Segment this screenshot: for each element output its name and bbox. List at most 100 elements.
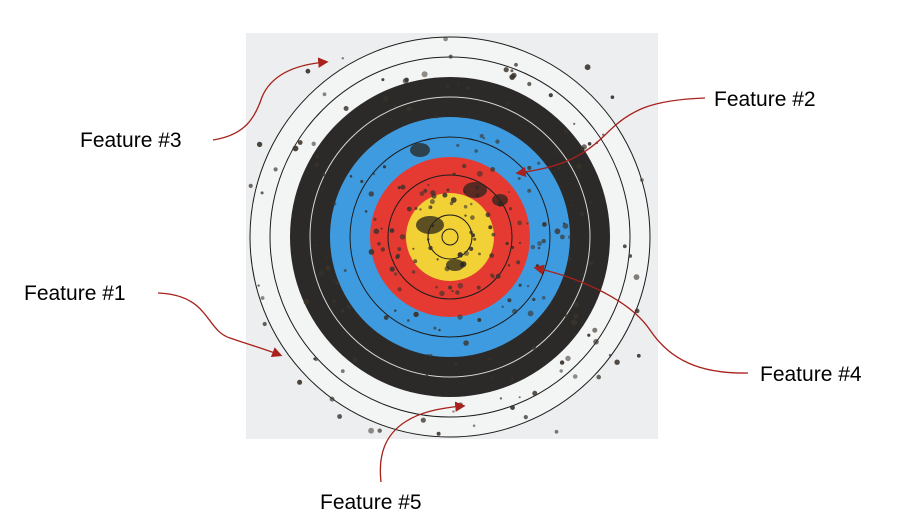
arrow-hole — [472, 424, 476, 428]
arrow-hole — [477, 318, 482, 322]
arrow-hole — [532, 345, 537, 350]
arrow-hole — [426, 353, 429, 357]
arrow-hole — [570, 204, 573, 207]
arrow-hole — [346, 304, 352, 310]
arrow-hole — [382, 95, 389, 102]
arrow-hole — [428, 245, 433, 251]
arrow-hole — [368, 191, 374, 197]
annotation-labels: Feature #1 Feature #2 Feature #3 Feature… — [24, 88, 862, 514]
arrow-hole — [564, 314, 569, 318]
arrow-hole — [397, 287, 402, 292]
arrow-hole — [495, 273, 501, 279]
arrow-hole — [469, 246, 474, 251]
arrow-hole — [411, 270, 416, 274]
arrow-hole — [542, 222, 547, 227]
arrow-hole — [453, 361, 458, 366]
arrow-hole — [260, 191, 264, 195]
arrow-hole — [478, 252, 481, 256]
arrow-holes — [248, 36, 644, 436]
arrow-hole — [423, 188, 428, 193]
arrow-hole — [450, 197, 457, 203]
arrow-hole — [488, 225, 493, 230]
arrow-hole — [557, 166, 561, 170]
arrow-hole — [335, 281, 340, 285]
arrow-hole — [560, 234, 565, 240]
arrow-hole — [593, 339, 599, 345]
arrow-hole — [530, 244, 536, 250]
arrow-hole — [431, 295, 434, 298]
arrow-hole — [535, 264, 540, 268]
arrow-hole — [537, 241, 542, 246]
arrow-hole — [435, 285, 438, 289]
arrow-hole — [476, 170, 483, 177]
arrow-hole — [448, 54, 453, 59]
arrow-hole — [262, 321, 267, 327]
arrow-hole — [526, 284, 530, 288]
arrow-hole — [589, 200, 593, 205]
arrow-hole — [383, 315, 389, 320]
arrow-hole — [487, 357, 492, 361]
arrow-hole — [292, 145, 299, 152]
arrow-hole — [573, 313, 579, 320]
arrow-hole — [503, 67, 509, 73]
arrow-hole — [527, 310, 534, 317]
arrow-hole — [257, 284, 260, 287]
arrow-hole — [260, 296, 265, 300]
arrow-hole — [622, 244, 627, 249]
arrow-hole — [429, 206, 432, 209]
arrow-hole — [436, 258, 439, 261]
arrow-hole — [325, 255, 328, 258]
arrow-hole — [395, 255, 400, 259]
arrow-hole — [633, 274, 640, 280]
arrow-hole — [436, 431, 441, 436]
arrow-hole — [634, 308, 640, 314]
arrow-hole — [462, 163, 467, 169]
arrow-hole — [397, 186, 401, 190]
arrow-hole — [518, 396, 521, 399]
arrow-hole — [412, 247, 415, 250]
arrow-hole — [509, 207, 513, 211]
arrow-hole — [311, 141, 316, 146]
torn-paper-patch — [463, 182, 487, 198]
arrow-hole — [501, 305, 504, 308]
arrow-hole — [439, 290, 445, 297]
arrow-hole — [608, 353, 612, 357]
arrow-hole — [573, 122, 576, 125]
arrow-hole — [373, 217, 377, 221]
arrow-hole — [469, 202, 473, 206]
arrow-hole — [584, 64, 591, 71]
ring-line-red — [387, 174, 513, 300]
arrow-hole — [433, 326, 437, 330]
arrow-hole — [591, 261, 594, 264]
torn-paper-patch — [410, 143, 430, 157]
arrow-hole — [332, 279, 336, 282]
arrow-hole — [581, 144, 587, 150]
arrow-hole — [512, 308, 518, 314]
arrow-hole — [526, 222, 529, 225]
feature-1-label: Feature #1 — [24, 282, 126, 305]
feature-5-label: Feature #5 — [320, 491, 422, 514]
arrow-hole — [518, 241, 522, 245]
arrow-hole — [435, 115, 439, 119]
arrow-hole — [457, 282, 464, 289]
arrow-hole — [559, 369, 563, 373]
arrow-hole — [554, 228, 561, 235]
arrow-hole — [602, 133, 605, 136]
arrow-hole — [297, 140, 303, 145]
arrow-hole — [368, 249, 375, 255]
arrow-hole — [471, 233, 475, 238]
arrow-hole — [393, 272, 398, 276]
torn-paper-patch — [446, 259, 464, 271]
feature-2-arrow — [515, 97, 706, 178]
arrow-hole — [640, 178, 644, 182]
arrow-hole — [372, 172, 376, 176]
arrow-hole — [399, 234, 406, 240]
arrow-hole — [443, 36, 448, 42]
arrow-hole — [360, 179, 364, 184]
arrow-hole — [322, 92, 327, 97]
arrow-hole — [517, 177, 521, 180]
arrow-hole — [331, 299, 337, 304]
arrow-hole — [463, 204, 468, 209]
arrow-hole — [382, 165, 387, 169]
arrow-hole — [508, 191, 510, 193]
